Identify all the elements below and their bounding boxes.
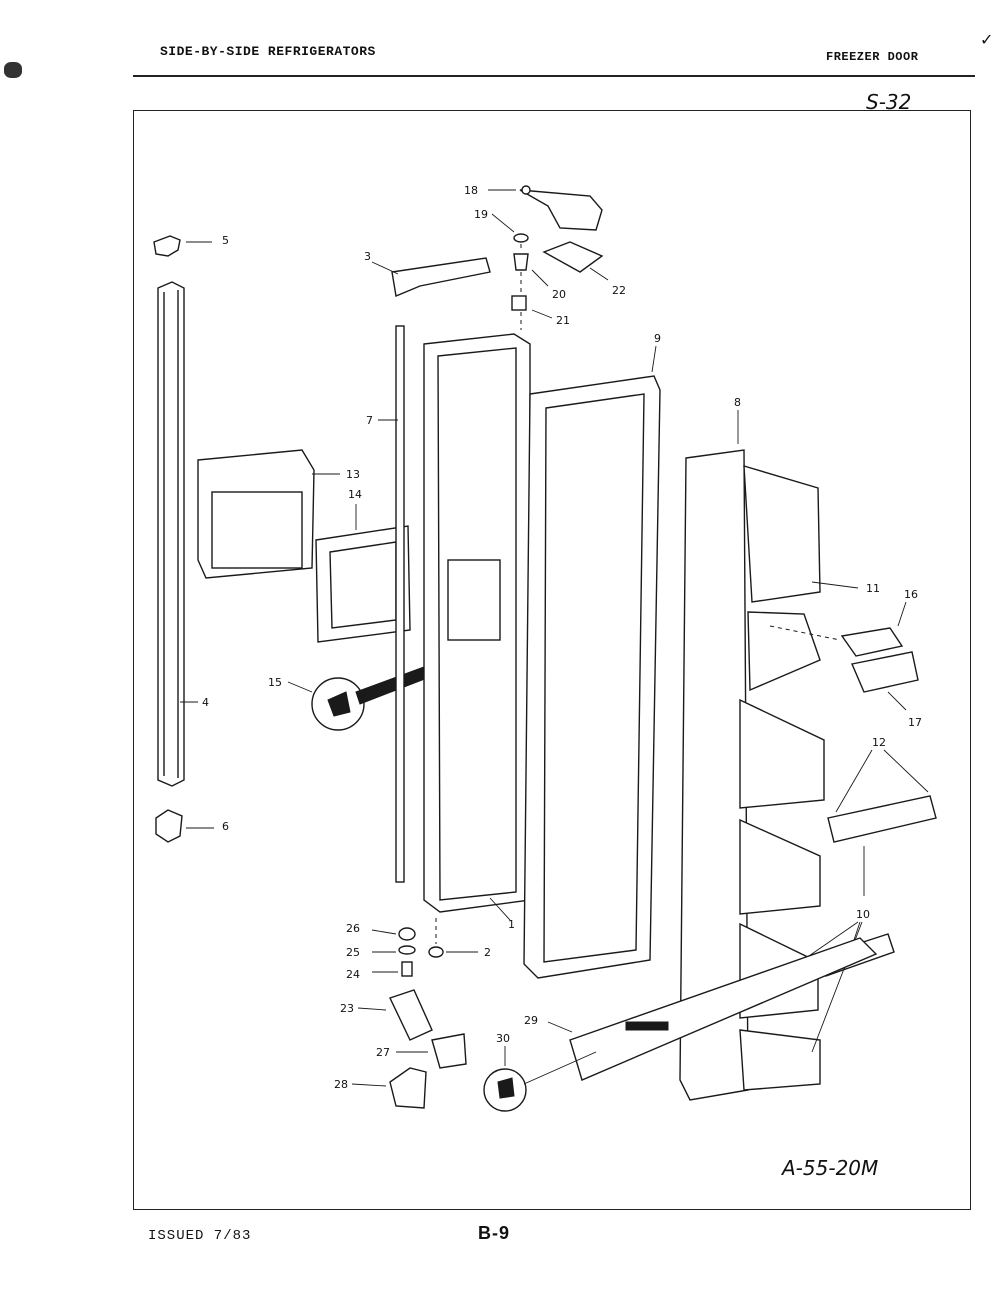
- part-gasket-strip: [157, 281, 198, 787]
- part-bushing: [428, 918, 478, 958]
- part-bracket-bottom: [155, 809, 214, 843]
- part-label-6: 6: [222, 820, 229, 833]
- part-label-30: 30: [496, 1032, 510, 1045]
- part-label-18: 18: [464, 184, 478, 197]
- part-label-29: 29: [524, 1014, 538, 1027]
- part-label-17: 17: [908, 716, 922, 729]
- part-door-liner-frame: [423, 333, 531, 921]
- part-label-11: 11: [866, 582, 880, 595]
- leader-11: [811, 581, 859, 589]
- part-label-1: 1: [508, 918, 515, 931]
- part-handle-cam-detail: [483, 1046, 597, 1112]
- part-shelf-bar: [827, 749, 937, 843]
- part-label-13: 13: [346, 468, 360, 481]
- header-left-title: SIDE-BY-SIDE REFRIGERATORS: [160, 44, 376, 59]
- part-label-26: 26: [346, 922, 360, 935]
- part-label-5: 5: [222, 234, 229, 247]
- part-label-22: 22: [612, 284, 626, 297]
- scan-smudge: [4, 62, 22, 78]
- diagram-code: A-55-20M: [782, 1156, 879, 1180]
- part-dispenser-housing: [197, 449, 340, 579]
- part-chute-cup: [769, 601, 907, 657]
- part-hinge-pin-stack: [371, 927, 416, 977]
- part-door-gasket: [523, 345, 661, 979]
- header-right-title: FREEZER DOOR: [826, 50, 919, 64]
- corner-check-mark: ✓: [980, 30, 994, 49]
- part-label-23: 23: [340, 1002, 354, 1015]
- footer-page-number: B-9: [478, 1223, 511, 1243]
- part-label-14: 14: [348, 488, 362, 501]
- part-bracket-top: [153, 235, 212, 257]
- part-hinge-bar: [371, 257, 491, 297]
- part-label-28: 28: [334, 1078, 348, 1091]
- part-label-12: 12: [872, 736, 886, 749]
- part-label-9: 9: [654, 332, 661, 345]
- diagram-frame: [133, 110, 971, 1210]
- part-label-25: 25: [346, 946, 360, 959]
- footer-issued: ISSUED 7/83: [148, 1228, 252, 1244]
- part-label-7: 7: [366, 414, 373, 427]
- part-hinge-cover: [351, 1067, 427, 1109]
- part-handle-rail: [547, 937, 878, 1081]
- part-label-16: 16: [904, 588, 918, 601]
- part-hinge-plate: [396, 1033, 467, 1069]
- part-hinge-assembly: [488, 185, 609, 330]
- part-label-2: 2: [484, 946, 491, 959]
- part-label-24: 24: [346, 968, 360, 981]
- part-label-4: 4: [202, 696, 209, 709]
- part-number-labels: 5 4 6 13 14 15 7 3 18 19 20 21 22 9 8 11…: [202, 184, 922, 1091]
- part-label-15: 15: [268, 676, 282, 689]
- part-label-10: 10: [856, 908, 870, 921]
- part-lower-hinge: [357, 989, 433, 1041]
- part-label-19: 19: [474, 208, 488, 221]
- part-label-8: 8: [734, 396, 741, 409]
- part-label-20: 20: [552, 288, 566, 301]
- header-rule: [133, 75, 975, 77]
- part-rod: [378, 325, 405, 883]
- part-label-3: 3: [364, 250, 371, 263]
- part-chute-actuator: [851, 651, 919, 711]
- part-label-21: 21: [556, 314, 570, 327]
- part-label-27: 27: [376, 1046, 390, 1059]
